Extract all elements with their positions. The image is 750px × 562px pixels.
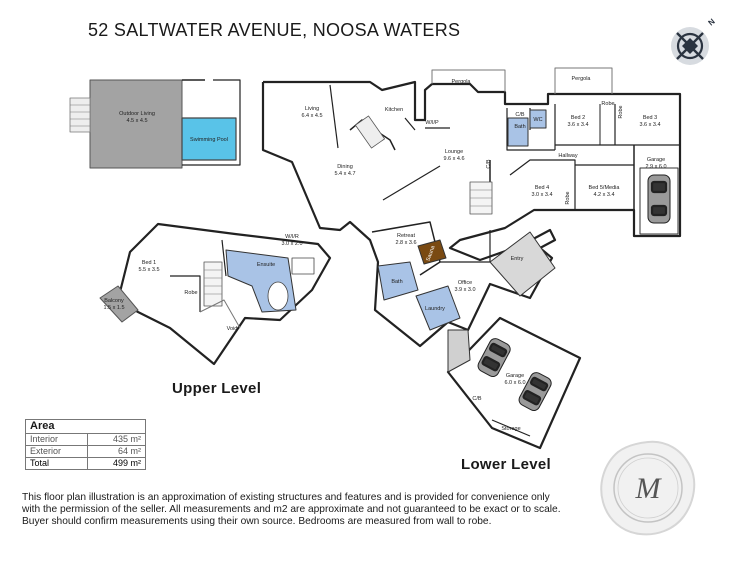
page-title: 52 SALTWATER AVENUE, NOOSA WATERS [88,20,461,40]
bed-1-dims: 5.5 x 3.5 [138,267,159,273]
hallway-name: Hallway [558,153,578,159]
bath-2-floor [377,261,419,301]
area-heading: Area [25,419,146,434]
cb-3-name: C/B [472,396,482,402]
bed-4-name: Bed 4 [535,185,549,191]
balcony-floor [99,285,139,323]
living-dims: 6.4 x 4.5 [301,113,322,119]
bed-5-name: Bed 5/Media [589,185,621,191]
wir-name: W/I/R [285,234,299,240]
garage-small-dims: 2.9 x 6.0 [645,164,666,170]
bed-1-name: Bed 1 [142,260,156,266]
sauna-name: Sauna [426,244,437,262]
kitchen-island [355,115,385,149]
garage-link [447,329,471,373]
area-row-value: 499 m² [87,457,146,470]
kitchen-name: Kitchen [385,107,403,113]
floor-plan: Outdoor Living 4.5 x 4.5 Swimming Pool L… [69,67,682,450]
swimming-pool-name: Swimming Pool [190,137,228,143]
retreat-dims: 2.8 x 3.6 [395,240,416,246]
outdoor-living-dims: 4.5 x 4.5 [126,118,147,124]
room-labels: Outdoor Living 4.5 x 4.5 Swimming Pool L… [103,76,666,432]
laundry-name: Laundry [425,306,445,312]
compass-north-label: N [707,17,717,28]
bathtub [267,281,289,311]
area-row-label: Interior [24,433,89,446]
balcony-dims: 1.5 x 1.5 [103,305,124,311]
bed-5-dims: 4.2 x 3.4 [593,192,614,198]
robe-4-name: Robe [184,290,197,296]
garage-large-name: Garage [506,373,524,379]
laundry-floor [415,285,461,331]
area-row: Interior 435 m² [24,433,146,446]
main-house-outline [261,80,682,348]
car-icon [477,338,511,377]
area-row-label: Exterior [24,445,89,458]
upper-level-label: Upper Level [172,380,262,397]
dining-name: Dining [337,164,353,170]
wir-fittings [291,257,315,275]
office-name: Office [458,280,472,286]
area-row: Total 499 m² [24,457,146,470]
pergola-2-name: Pergola [572,76,592,82]
area-row-value: 435 m² [87,433,146,446]
bed-4-dims: 3.0 x 3.4 [531,192,552,198]
lower-level-label: Lower Level [461,456,551,473]
entry-floor [489,231,556,297]
entry-name: Entry [511,256,524,262]
compass-icon: N [671,17,717,65]
bath-1-floor [507,117,529,147]
large-garage [446,316,582,450]
area-row-value: 64 m² [87,445,146,458]
bed-3-dims: 3.6 x 3.4 [639,122,660,128]
retreat-name: Retreat [397,233,416,239]
dining-dims: 5.4 x 4.7 [334,171,355,177]
outdoor-living-deck [89,79,183,169]
void-name: Void [227,326,238,332]
deck-steps [69,97,91,133]
cb-1-name: C/B [515,112,525,118]
area-row-label: Total [24,457,89,470]
agency-seal-logo: M [600,440,696,536]
ensuite-name: Ensuite [257,262,275,268]
wip-name: W/I/P [425,120,439,126]
office-dims: 3.9 x 3.0 [454,287,475,293]
wc-floor [529,109,547,129]
storage-name: Storage [501,426,520,432]
outdoor-living-name: Outdoor Living [119,111,155,117]
bath-2-name: Bath [391,279,402,285]
upper-stairs [203,261,223,307]
area-row: Exterior 64 m² [24,445,146,458]
balcony-name: Balcony [104,298,124,304]
pergola-1-name: Pergola [452,79,472,85]
swimming-pool [181,117,237,161]
cb-2-name: C/B [486,159,492,169]
bath-1-name: Bath [514,124,525,130]
living-name: Living [305,106,319,112]
disclaimer-text: This floor plan illustration is an appro… [22,492,561,527]
car-icon [518,372,552,411]
bed-2-dims: 3.6 x 3.4 [567,122,588,128]
upper-level-plan [99,222,332,366]
sauna [417,239,447,265]
area-table: Area Interior 435 m² Exterior 64 m² Tota… [24,419,146,470]
garage-large-dims: 6.0 x 6.0 [504,380,525,386]
wc-name: WC [533,117,542,123]
robe-3-name: Robe [565,191,571,204]
lower-level-plan [69,67,682,450]
robe-1-name: Robe [601,101,614,107]
bed-3-name: Bed 3 [643,115,657,121]
garage-small-name: Garage [647,157,665,163]
svg-text:M: M [635,472,663,505]
lounge-dims: 9.6 x 4.6 [443,156,464,162]
lounge-name: Lounge [445,149,463,155]
robe-2-name: Robe [618,105,624,118]
bed-2-name: Bed 2 [571,115,585,121]
wir-dims: 3.0 x 2.0 [281,241,302,247]
